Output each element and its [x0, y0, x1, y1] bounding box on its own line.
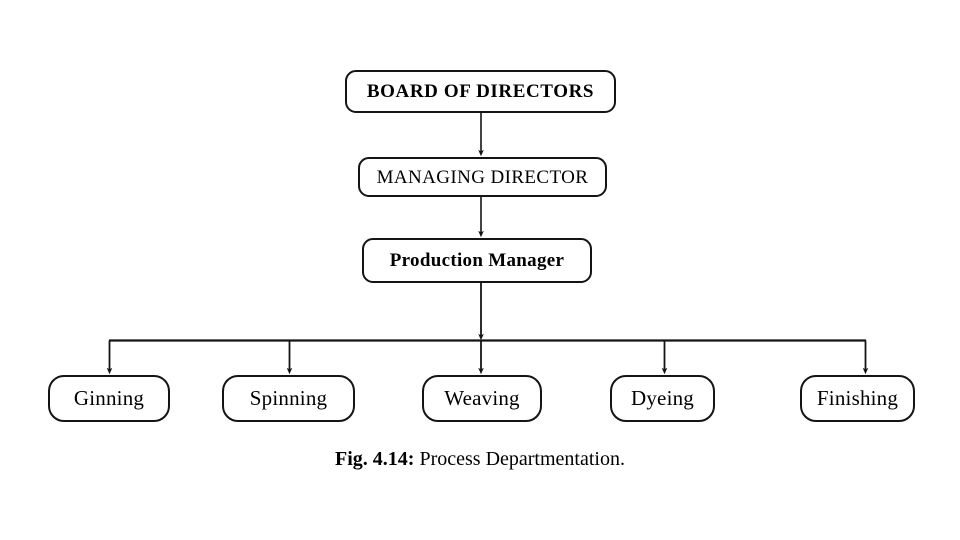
node-dyeing-label: Dyeing — [630, 386, 695, 410]
node-managing-director[interactable]: MANAGING DIRECTOR — [358, 157, 607, 197]
node-production-manager-label: Production Manager — [389, 250, 565, 271]
figure-caption-text: Process Departmentation. — [419, 448, 625, 470]
node-dyeing[interactable]: Dyeing — [610, 375, 715, 422]
node-ginning-label: Ginning — [73, 386, 145, 410]
figure-caption-number: Fig. 4.14: — [335, 448, 415, 470]
node-weaving[interactable]: Weaving — [422, 375, 542, 422]
node-finishing-label: Finishing — [816, 386, 899, 410]
node-board-of-directors-label: BOARD OF DIRECTORS — [366, 81, 595, 102]
figure-caption: Fig. 4.14: Process Departmentation. — [0, 447, 960, 471]
node-board-of-directors[interactable]: BOARD OF DIRECTORS — [345, 70, 616, 113]
node-production-manager[interactable]: Production Manager — [362, 238, 592, 283]
node-finishing[interactable]: Finishing — [800, 375, 915, 422]
node-ginning[interactable]: Ginning — [48, 375, 170, 422]
node-spinning[interactable]: Spinning — [222, 375, 355, 422]
node-weaving-label: Weaving — [444, 386, 520, 410]
node-managing-director-label: MANAGING DIRECTOR — [376, 166, 589, 188]
node-spinning-label: Spinning — [249, 386, 328, 410]
